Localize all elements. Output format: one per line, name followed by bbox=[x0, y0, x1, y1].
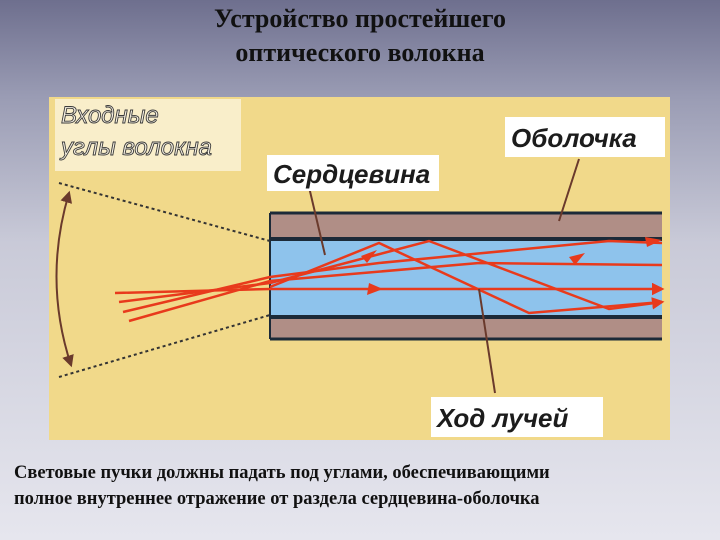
label-ray-path: Ход лучей bbox=[431, 397, 603, 437]
cone-edge-top bbox=[58, 182, 271, 242]
label-input-angles: Входные углы волокна bbox=[55, 99, 241, 171]
cladding-top bbox=[270, 213, 662, 239]
cone-edge-bottom bbox=[58, 314, 271, 378]
ray-arrowhead-3 bbox=[569, 253, 585, 265]
ray-reflected bbox=[269, 241, 663, 315]
label-ray-path-text: Ход лучей bbox=[435, 403, 568, 433]
ray-axial bbox=[114, 282, 665, 296]
ray-arrowhead-2 bbox=[367, 283, 383, 295]
light-rays bbox=[114, 239, 665, 323]
title-line-1: Устройство простейшего bbox=[214, 4, 506, 33]
cladding-bottom bbox=[270, 317, 662, 339]
label-input-angles-box bbox=[55, 99, 241, 171]
caption-line-1: Световые пучки должны падать под углами,… bbox=[14, 463, 550, 483]
ray-oblique-2 bbox=[122, 239, 663, 314]
fiber bbox=[269, 211, 662, 341]
pointer-ray-path bbox=[478, 288, 496, 394]
label-core: Сердцевина bbox=[267, 155, 439, 191]
cone-angle-arc bbox=[55, 190, 74, 368]
label-cladding-box bbox=[505, 117, 665, 157]
ray-oblique-3 bbox=[128, 261, 663, 323]
label-ray-path-box bbox=[431, 397, 603, 437]
label-input-angles-line-1: Входные bbox=[61, 102, 159, 129]
caption-line-2: полное внутреннее отражение от раздела с… bbox=[14, 489, 540, 509]
label-cladding: Оболочка bbox=[505, 117, 665, 157]
fiber-diagram: Входные углы волокна Оболочка Сердцевина… bbox=[49, 97, 670, 440]
title-line-2: оптического волокна bbox=[235, 38, 485, 67]
label-core-text: Сердцевина bbox=[273, 159, 430, 189]
acceptance-cone bbox=[55, 182, 271, 378]
pointer-core bbox=[308, 186, 326, 256]
caption: Световые пучки должны падать под углами,… bbox=[14, 460, 714, 512]
label-input-angles-line-2: углы волокна bbox=[59, 134, 212, 161]
ray-arrowhead-1 bbox=[361, 250, 377, 263]
core-region bbox=[270, 239, 662, 317]
pointer-cladding bbox=[558, 158, 580, 222]
fiber-diagram-svg: Входные углы волокна Оболочка Сердцевина… bbox=[55, 99, 665, 437]
label-core-box bbox=[267, 155, 439, 191]
page-title: Устройство простейшего оптического волок… bbox=[0, 2, 720, 70]
ray-arrowhead-4 bbox=[645, 237, 662, 247]
label-cladding-text: Оболочка bbox=[511, 123, 637, 153]
